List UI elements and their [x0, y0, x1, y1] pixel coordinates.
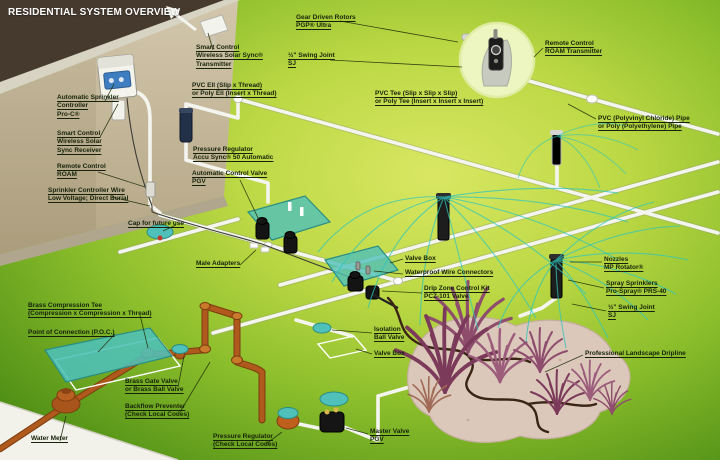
spray-fan-small: [517, 123, 639, 189]
label-automatic-control-valve: Automatic Control Valve PGV: [192, 170, 268, 186]
label-master-valve: Master Valve PGV: [370, 428, 410, 444]
valve-box-1: [246, 195, 332, 254]
pgv-valve: [255, 217, 298, 254]
label-valve-box-upper: Valve Box: [405, 255, 436, 262]
house-wall-corner-shade: [0, 57, 96, 254]
house-fascia: [0, 0, 240, 94]
backflow-preventer-assembly: [199, 302, 266, 424]
label-brass-compression-tee: Brass Compression Tee (Compression x Com…: [28, 302, 152, 318]
poc-valve-box: [44, 327, 182, 391]
master-valve-assembly: [319, 391, 349, 433]
leader-lines: [59, 20, 607, 445]
page-title: RESIDENTIAL SYSTEM OVERVIEW: [8, 7, 181, 18]
future-use-cap: [146, 224, 174, 241]
label-waterproof-wire-connectors: Waterproof Wire Connectors: [405, 269, 494, 276]
label-smart-control-transmitter: Smart Control Wireless Solar Sync® Trans…: [196, 44, 263, 68]
label-brass-gate-valve: Brass Gate Valve or Brass Ball Valve: [125, 378, 184, 394]
label-backflow-preventer: Backflow Preventer (Check Local Codes): [125, 403, 190, 419]
label-pvc-pipe: PVC (Polyvinyl Chloride) Pipe or Poly (P…: [598, 115, 690, 131]
isolation-ball-valve-assembly: [312, 322, 368, 359]
label-pressure-regulator-accusync: Pressure Regulator Accu Sync® 50 Automat…: [193, 146, 274, 162]
spray-fan-sprayhead: [497, 201, 689, 349]
label-drip-zone-control-kit: Drip Zone Control Kit PCZ-101 Valve: [424, 285, 490, 301]
label-gear-driven-rotors: Gear Driven Rotors PGP® Ultra: [296, 14, 356, 30]
label-pressure-regulator-local: Pressure Regulator (Check Local Codes): [213, 433, 278, 449]
valve-box-2-drip-kit: [323, 245, 400, 309]
label-pvc-tee: PVC Tee (Slip x Slip x Slip) or Poly Tee…: [375, 90, 484, 106]
spray-fan-rotor: [317, 187, 629, 331]
male-adapter: [249, 242, 259, 249]
solar-sync-sensor: [166, 6, 229, 45]
controller-wire: [126, 97, 353, 279]
spray-head-white: [550, 130, 563, 166]
label-smart-control-receiver: Smart Control Wireless Solar Sync Receiv…: [57, 130, 102, 154]
label-valve-box-lower: Valve Box: [374, 350, 405, 357]
label-pvc-ell: PVC Ell (Slip x Thread) or Poly Ell (Ins…: [192, 82, 277, 98]
label-professional-landscape-dripline: Professional Landscape Dripline: [585, 350, 686, 357]
label-spray-sprinklers: Spray Sprinklers Pro-Spray® PRS-40: [606, 280, 667, 296]
roam-remote-on-wall: [145, 181, 156, 198]
house-wall: [0, 0, 238, 254]
label-point-of-connection: Point of Connection (P.O.C.): [28, 329, 115, 336]
label-nozzles-mp-rotator: Nozzles MP Rotator®: [604, 256, 644, 272]
label-remote-control-roam: Remote Control ROAM: [57, 163, 106, 179]
label-cap-for-future-use: Cap for future use: [128, 220, 184, 227]
label-isolation-ball-valve: Isolation Ball Valve: [374, 326, 405, 342]
house: [0, 0, 240, 266]
pressure-regulator-assembly: [276, 407, 300, 430]
male-adapter: [260, 246, 270, 253]
wire-connector: [365, 265, 371, 275]
brass-gate-valve-fitting: [171, 344, 189, 360]
water-meter-body: [51, 388, 81, 414]
label-swing-joint-right: ½" Swing Joint SJ: [608, 304, 655, 320]
house-roof: [0, 0, 224, 82]
house-foundation: [0, 196, 228, 266]
wire-connector: [355, 261, 361, 271]
label-male-adapters: Male Adapters: [196, 260, 241, 267]
label-swing-joint-top: ½" Swing Joint SJ: [288, 52, 335, 68]
label-sprinkler-controller-wire: Sprinkler Controller Wire Low Voltage; D…: [48, 187, 129, 203]
accu-sync-regulator: [179, 108, 193, 143]
label-remote-control-transmitter: Remote Control ROAM Transmitter: [545, 40, 603, 56]
remote-control-inset: [458, 21, 536, 99]
solar-sync-receiver: [111, 99, 126, 121]
sprinkler-controller: [96, 54, 138, 100]
label-water-meter: Water Meter: [31, 435, 68, 442]
label-automatic-sprinkler-controller: Automatic Sprinkler Controller Pro-C®: [57, 94, 119, 118]
